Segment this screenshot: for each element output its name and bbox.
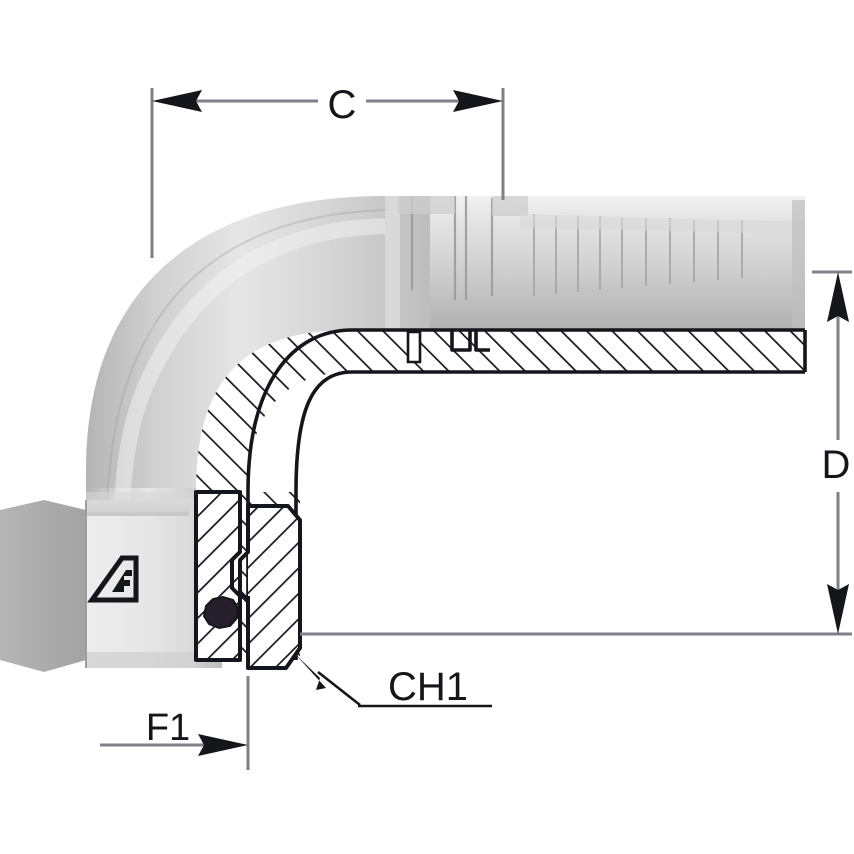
arrow-leader-icon (296, 655, 326, 690)
dimension-label-D: D (822, 443, 851, 487)
hose-barb (385, 196, 805, 332)
dimension-D: D (300, 270, 852, 636)
arrow-right-icon (453, 90, 503, 112)
dimension-F1: F1 (100, 676, 250, 770)
dimension-label-C: C (328, 83, 357, 127)
arrow-up-icon (827, 272, 849, 322)
arrow-down-icon (827, 584, 849, 634)
swivel-nut-hex (0, 492, 196, 672)
arrow-right-icon (198, 734, 248, 756)
o-ring-seal (202, 595, 240, 630)
arrow-left-icon (152, 90, 202, 112)
callout-CH1: CH1 (296, 655, 492, 709)
callout-label-CH1: CH1 (388, 665, 468, 709)
dimension-label-F1: F1 (146, 707, 190, 749)
brand-logo (87, 555, 139, 603)
dimension-C: C (150, 83, 505, 258)
nut-internal-section (194, 490, 302, 670)
